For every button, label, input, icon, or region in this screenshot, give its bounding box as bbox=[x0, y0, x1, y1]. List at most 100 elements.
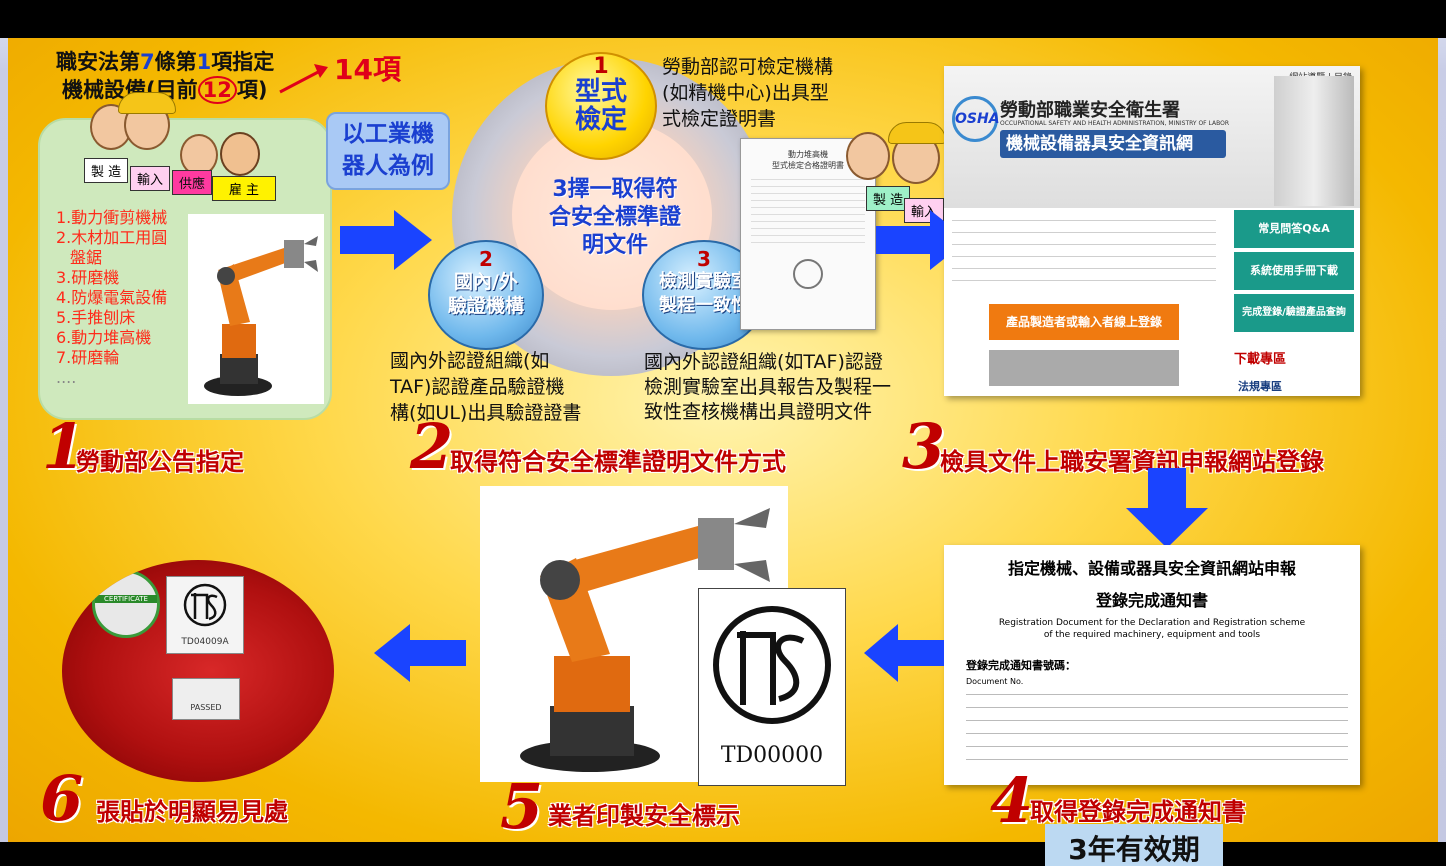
faq-link[interactable]: 常見問答Q&A bbox=[1234, 210, 1354, 248]
title-text: 職安法第 bbox=[56, 50, 140, 74]
center-text-line: 合安全標準證 bbox=[548, 205, 681, 230]
option-certification-body: 2 國內/外 驗證機構 bbox=[428, 240, 544, 350]
step4-number: 4 bbox=[990, 764, 1034, 837]
list-item: 盤鋸 bbox=[70, 248, 103, 267]
cap-icon bbox=[888, 122, 946, 144]
center-text-line: 明文件 bbox=[581, 233, 648, 258]
notice-subtitle: 登錄完成通知書 bbox=[1095, 591, 1208, 610]
note-line: 國內外認證組織(如TAF)認證 bbox=[644, 351, 883, 373]
notice-en-line: Registration Document for the Declaratio… bbox=[998, 618, 1306, 628]
certificate-text-block bbox=[751, 179, 865, 249]
test-lab-note: 國內外認證組織(如TAF)認證 檢測實驗室出具報告及製程一 致性查核機構出具證明… bbox=[644, 350, 891, 425]
arrow-right-icon bbox=[340, 210, 432, 270]
manual-download-link[interactable]: 系統使用手冊下載 bbox=[1234, 252, 1354, 290]
title-text: 項) bbox=[236, 78, 268, 102]
site-content: 產品製造者或輸入者線上登錄 bbox=[944, 208, 1224, 396]
download-section[interactable]: 下載專區 bbox=[1234, 352, 1287, 367]
person-icon bbox=[846, 132, 890, 180]
certificate-word: CERTIFICATE bbox=[95, 595, 157, 603]
certification-body-note: 國內外認證組織(如 TAF)認證產品驗證機 構(如UL)出具驗證證書 bbox=[390, 348, 581, 426]
option-title: 國內/外 bbox=[454, 271, 518, 293]
step5-label: 業者印製安全標示 bbox=[548, 802, 740, 830]
note-line: 檢測實驗室出具報告及製程一 bbox=[644, 376, 892, 398]
callout-line: 以工業機 bbox=[342, 121, 434, 147]
role-manufacturer: 製 造 bbox=[866, 186, 911, 211]
step5-number: 5 bbox=[500, 770, 544, 843]
ts-code: TD00000 bbox=[720, 743, 824, 768]
note-line: 構(如UL)出具驗證證書 bbox=[390, 402, 582, 424]
certificate-title-line: 型式檢定合格證明書 bbox=[772, 161, 844, 170]
note-line: TAF)認證產品驗證機 bbox=[390, 376, 565, 398]
callout-line: 器人為例 bbox=[342, 153, 434, 179]
note-line: (如精機中心)出具型 bbox=[662, 82, 829, 104]
list-item: 2.木材加工用圓 bbox=[56, 228, 168, 247]
machinery-list: 1.動力衝剪機械 2.木材加工用圓 盤鋸 3.研磨機 4.防爆電氣設備 5.手推… bbox=[56, 208, 167, 388]
person-icon bbox=[220, 132, 260, 176]
registration-notice-document: 指定機械、設備或器具安全資訊網站申報 登錄完成通知書 Registration … bbox=[944, 545, 1360, 785]
role-manufacturer: 製 造 bbox=[84, 158, 129, 183]
center-text: 3擇一取得符 合安全標準證 明文件 bbox=[520, 176, 710, 260]
title-text: 項指定 bbox=[211, 50, 275, 74]
site-notice-text bbox=[952, 220, 1216, 290]
step2-label: 取得符合安全標準證明文件方式 bbox=[450, 448, 786, 476]
role-employer: 雇 主 bbox=[212, 176, 276, 201]
notice-title: 指定機械、設備或器具安全資訊網站申報 bbox=[1007, 559, 1296, 578]
role-supplier: 供應 bbox=[172, 170, 213, 195]
step2-number: 2 bbox=[410, 410, 454, 483]
center-text-line: 3擇一取得符 bbox=[552, 177, 678, 202]
machine-photo bbox=[1274, 76, 1354, 206]
option-title: 型式 bbox=[574, 77, 627, 107]
cap-icon bbox=[118, 92, 176, 114]
arrow-left-icon bbox=[374, 624, 466, 682]
option-number: 1 bbox=[593, 54, 609, 79]
title-text: 條第 bbox=[154, 50, 197, 74]
step6-number: 6 bbox=[40, 762, 84, 835]
article-number: 7 bbox=[140, 50, 155, 74]
step4-label: 取得登錄完成通知書 bbox=[1030, 798, 1246, 826]
ts-safety-label: TD00000 bbox=[698, 588, 846, 786]
online-login-button[interactable]: 產品製造者或輸入者線上登錄 bbox=[989, 304, 1179, 340]
osha-website-screenshot: 網站導覽 | 目錄 OSHA 勞動部職業安全衛生署 OCCUPATIONAL S… bbox=[944, 66, 1360, 396]
type-check-note: 勞動部認可檢定機構 (如精機中心)出具型 式檢定證明書 bbox=[662, 54, 833, 132]
ts-mark-icon bbox=[183, 583, 227, 627]
option-number: 3 bbox=[697, 247, 711, 271]
list-item: 7.研磨輪 bbox=[56, 348, 120, 367]
option-title: 製程一致性 bbox=[659, 295, 749, 316]
osha-logo: OSHA bbox=[952, 96, 1000, 142]
step1-number: 1 bbox=[42, 410, 86, 483]
note-line: 勞動部認可檢定機構 bbox=[662, 56, 834, 78]
certificate-title-line: 動力堆高機 bbox=[788, 150, 828, 159]
seal-icon bbox=[793, 259, 823, 289]
count-update-arrow bbox=[279, 64, 328, 94]
product-query-link[interactable]: 完成登錄/驗證產品查詢 bbox=[1234, 294, 1354, 332]
type-check-certificate: 動力堆高機 型式檢定合格證明書 bbox=[740, 138, 876, 330]
bottom-bar bbox=[0, 842, 1446, 866]
note-line: 致性查核機構出具證明文件 bbox=[644, 401, 873, 423]
list-item: 4.防爆電氣設備 bbox=[56, 288, 168, 307]
certificate-title: 動力堆高機 型式檢定合格證明書 bbox=[741, 149, 875, 171]
regulation-section[interactable]: 法規專區 bbox=[1238, 380, 1282, 393]
example-callout: 以工業機 器人為例 bbox=[326, 112, 450, 190]
list-item: 3.研磨機 bbox=[56, 268, 120, 287]
gray-button[interactable] bbox=[989, 350, 1179, 386]
paragraph-number: 1 bbox=[196, 50, 212, 74]
list-item: 6.動力堆高機 bbox=[56, 328, 152, 347]
step3-label: 檢具文件上職安署資訊申報網站登錄 bbox=[940, 448, 1324, 476]
arrow-left-icon bbox=[864, 624, 944, 682]
notice-no-en: Document No. bbox=[966, 677, 1024, 686]
list-item: .... bbox=[56, 368, 77, 387]
ts-mark-icon bbox=[713, 606, 831, 724]
passed-text: PASSED bbox=[190, 703, 222, 712]
list-item: 5.手推刨床 bbox=[56, 308, 136, 327]
notice-no-label: 登錄完成通知書號碼： bbox=[966, 659, 1076, 672]
role-importer: 輸入 bbox=[130, 166, 171, 191]
site-name: 勞動部職業安全衛生署 bbox=[1000, 100, 1180, 121]
list-item: 1.動力衝剪機械 bbox=[56, 208, 168, 227]
validity-badge: 3年有效期 bbox=[1045, 824, 1223, 866]
current-count-circled: 12 bbox=[197, 76, 237, 104]
note-line: 國內外認證組織(如 bbox=[390, 350, 550, 372]
certificate-sticker: CERTIFICATE bbox=[92, 570, 160, 638]
option-title: 檢定 bbox=[574, 105, 627, 135]
step3-number: 3 bbox=[902, 410, 946, 483]
